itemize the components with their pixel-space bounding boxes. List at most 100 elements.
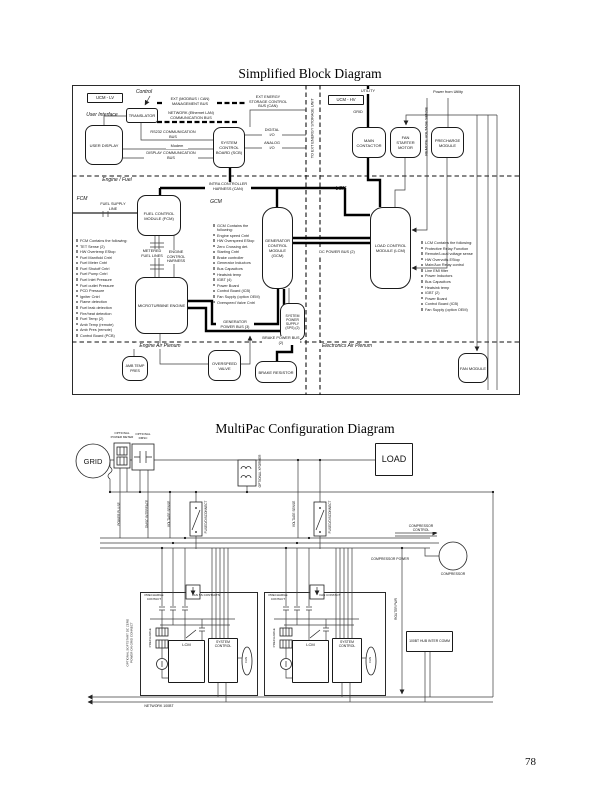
precharge-label: PRECHARGE xyxy=(272,628,277,648)
ext-energy-bus-label: EXT ENERGY STORAGE CONTROL BUS (CAN) xyxy=(248,95,288,109)
spec-list-item: HW Overtemp EStop xyxy=(76,250,134,254)
compressor-power-label: COMPRESSOR POWER xyxy=(370,557,410,561)
spec-list-item: IGBT (4) xyxy=(213,278,261,282)
fuel-supply-line-label: FUEL SUPPLY LINE xyxy=(96,202,130,212)
spec-list-item: Power Inductors xyxy=(421,274,505,278)
spec-list-item: Brake controller xyxy=(213,256,261,260)
rs232-bus-label: RS232 COMMUNICATION BUS xyxy=(146,130,200,140)
engine-fuel-zone-label: Engine / Fuel xyxy=(102,177,132,183)
fused-disconnect-label: FUSED/DISCONNECT xyxy=(328,500,333,534)
fan-starter-motor-box: FAN STARTER MOTOR xyxy=(390,127,421,158)
dmsc-interface-label: DMSC INTERFACE xyxy=(145,499,150,529)
xformer-box xyxy=(237,459,257,487)
spec-list-item: Fuel Shutoff Cntrl xyxy=(76,267,134,271)
unit-system-control-box: SYSTEM CONTROL xyxy=(332,638,362,683)
spec-list-item: Amb Temp (remote) xyxy=(76,323,134,327)
spec-list-item: Control Board (PCB) xyxy=(76,334,134,338)
microturbine-engine-box: MICROTURBINE ENGINE xyxy=(135,277,188,334)
spec-list-item: Fan Supply (option OEM) xyxy=(213,295,261,299)
unit-lcm-box: LCM xyxy=(168,640,205,683)
load-box: LOAD xyxy=(375,443,413,476)
voltage-sense-label: VOLTAGE SENSE xyxy=(167,500,172,528)
translator-box: TRANSLATOR xyxy=(126,108,158,123)
fan-contact-label: FAN CONTACT xyxy=(319,593,341,597)
spec-list-item: Starting Cntrl xyxy=(213,250,261,254)
engine-air-plenum-label: Engine Air Plenum xyxy=(133,343,187,349)
compressor-control-label: COMPRESSOR CONTROL xyxy=(401,524,441,533)
diagram1-wiring xyxy=(72,85,520,395)
remote-voltage-sense-label: REMOTE VOLTAGE SENSE xyxy=(424,106,429,156)
spec-list-item: Igniter Cntrl xyxy=(76,295,134,299)
unit-fan-label: FAN xyxy=(368,656,373,663)
lcm-spec-list: LCM Contains the following:Protective Re… xyxy=(421,241,505,314)
fused-disconnect-label: FUSED/DISCONNECT xyxy=(204,500,209,534)
spec-list-item: Flame detection xyxy=(76,300,134,304)
spec-list-item: PCD Pressure xyxy=(76,289,134,293)
diagram1-title: Simplified Block Diagram xyxy=(238,66,382,81)
spec-list-item: Fuel outlet Pressure xyxy=(76,284,134,288)
overspeed-valve-box: OVERSPEED VALVE xyxy=(208,350,241,381)
page-number: 78 xyxy=(525,756,536,768)
electronics-air-plenum-label: Electronics Air Plenum xyxy=(315,343,379,349)
hub-box: 100BT HUB INTER COMM xyxy=(406,631,453,652)
spec-list-item: Bus Capacitors xyxy=(421,280,505,284)
spec-list-item: Fuel Temp (2) xyxy=(76,317,134,321)
grid-node-label: GRID xyxy=(83,457,103,466)
fan-oval xyxy=(241,646,253,676)
system-control-board-box: SYSTEM CONTROL BOARD (SCB) xyxy=(213,127,245,168)
main-contactor-box: MAIN CONTACTOR xyxy=(352,127,386,158)
power-pulse-label: POWER PULSE xyxy=(117,502,122,526)
spec-list-item: Fuel Manifold Cntrl xyxy=(76,256,134,260)
amb-temp-pres-box: AMB TEMP PRES xyxy=(122,356,148,381)
spec-list-item: Main/Aux Relay control xyxy=(421,263,505,267)
spec-list-item: TET Sense (2) xyxy=(76,245,134,249)
power-from-utility-label: Power from Utility xyxy=(433,90,463,94)
spec-list-item: Generator Inductors xyxy=(213,261,261,265)
softstart-note: OPTIONAL SOFTSTART DC ZERO POWER ON GRID… xyxy=(125,618,133,667)
unit-fan-label: FAN xyxy=(244,656,249,663)
spec-list-item: Fuel leak detection xyxy=(76,306,134,310)
intra-controller-harness-label: INTRA CONTROLLER HARNESS (CAN) xyxy=(205,182,251,192)
compressor-label: COMPRESSOR xyxy=(440,572,466,576)
generator-power-bus-label: GENERATOR POWER BUS (3) xyxy=(216,320,254,330)
modem-label: Modem xyxy=(166,144,188,149)
control-label: Control xyxy=(135,89,153,95)
spec-list-item: Control Board (ICB) xyxy=(213,289,261,293)
diagram2-components xyxy=(75,442,495,676)
precharge-label: PRECHARGE xyxy=(148,628,153,648)
precharge-module-box: PRECHARGE MODULE xyxy=(431,127,464,158)
spec-list-item: HW Overvolts EStop xyxy=(421,258,505,262)
grid-label: GRID xyxy=(350,110,366,115)
spec-list-item: Amb Pres (remote) xyxy=(76,328,134,332)
spec-list-item: Fan Supply (option OEM) xyxy=(421,308,505,312)
spec-list-item: Fuel Inlet Pressure xyxy=(76,278,134,282)
diagram2-wiring xyxy=(87,459,494,705)
spec-list-item: Remote/Local voltage sense xyxy=(421,252,505,256)
fan-module-box: FAN MODULE xyxy=(458,353,488,383)
spec-list-item: Overspeed Valve Cntrl xyxy=(213,301,261,304)
spec-list-item: GCM Contains the following: xyxy=(213,224,261,232)
voltage-sense-label: VOLTAGE SENSE xyxy=(292,500,297,528)
diagram2-title: MultiPac Configuration Diagram xyxy=(215,421,395,436)
spec-list-item: Engine speed Cntrl xyxy=(213,234,261,238)
optional-xformer-label: OPTIONAL XFORMER xyxy=(258,454,263,488)
lcm-zone-label: LCM xyxy=(335,186,347,192)
spec-list-item: Fuel Pump Cntrl xyxy=(76,272,134,276)
fcm-zone-label: FCM xyxy=(76,196,88,202)
spec-list-item: Bus Capacitors xyxy=(213,267,261,271)
user-interface-label: User Interface xyxy=(86,112,118,118)
spec-list-item: HW Overspeed EStop xyxy=(213,239,261,243)
digital-io-label: DIGITAL I/O xyxy=(262,128,282,138)
spec-list-item: Fire/heat detection xyxy=(76,312,134,316)
system-power-supply-box: SYSTEM POWER SUPPLY (SPS) (2) xyxy=(280,303,305,341)
gcm-zone-label: GCM xyxy=(210,199,222,205)
brake-power-bus-label: BRAKE POWER BUS (2) xyxy=(262,336,300,346)
ext-management-bus-label: EXT (MODBUS / CAN) MANAGEMENT BUS xyxy=(164,97,216,107)
router-pwr-label: ROUTER PWR xyxy=(394,598,399,620)
fcm-spec-list: FCM Contains the following: TET Sense (2)… xyxy=(76,239,134,339)
precharge-contact-label: PRECHARGE CONTACT xyxy=(144,593,164,601)
spec-list-item: Power Board xyxy=(421,297,505,301)
spec-list-item: FCM Contains the following: xyxy=(76,239,134,243)
microturbine-unit-frame xyxy=(264,592,386,696)
